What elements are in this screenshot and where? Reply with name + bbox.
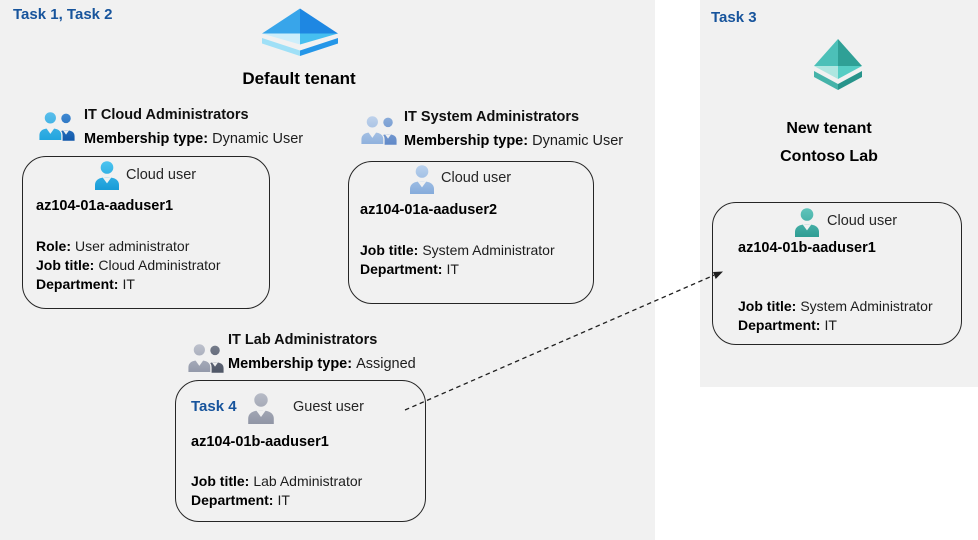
role-label: Role: [36,238,71,254]
job-value: Lab Administrator [253,473,363,489]
membership-value: Assigned [356,356,416,372]
job-label: Job title: [36,257,95,273]
dept-line: Department:IT [360,260,555,279]
job-label: Job title: [191,473,250,489]
new-tenant-title-line1: New tenant [786,120,872,137]
job-line: Job title:System Administrator [738,297,933,316]
group-name-lab-admins: IT Lab Administrators [228,332,378,348]
user-name-aaduser1: az104-01a-aaduser1 [36,198,174,214]
user-name-aaduser2: az104-01a-aaduser2 [360,202,498,218]
job-line: Job title:System Administrator [360,241,555,260]
job-line: Job title:Lab Administrator [191,472,362,491]
cloud-user-icon-teal [794,207,820,237]
user-kind-label: Cloud user [827,213,898,229]
dept-value: IT [122,276,135,292]
membership-line-lab-admins: Membership type:Assigned [228,356,416,372]
membership-value: Dynamic User [212,131,304,147]
user-box-guest [175,380,426,522]
dept-line: Department:IT [36,275,221,294]
task-4-label: Task 4 [191,398,237,415]
dept-line: Department:IT [738,316,933,335]
membership-label: Membership type: [84,131,209,147]
group-icon-lab-admins [187,341,225,374]
user-details-aaduser1: Role:User administrator Job title:Cloud … [36,237,221,294]
group-name-system-admins: IT System Administrators [404,109,580,125]
user-details-guest: Job title:Lab Administrator Department:I… [191,472,362,510]
membership-line-system-admins: Membership type:Dynamic User [404,133,623,149]
user-details-aaduser2: Job title:System Administrator Departmen… [360,241,555,279]
default-tenant-title: Default tenant [242,69,356,88]
new-tenant-icon [812,38,864,92]
azure-ad-tenant-icon [260,8,340,57]
membership-value: Dynamic User [532,133,624,149]
task-3-label: Task 3 [711,9,757,26]
dept-label: Department: [360,261,443,277]
job-value: Cloud Administrator [98,257,221,273]
user-kind-label: Cloud user [126,167,197,183]
job-line: Job title:Cloud Administrator [36,256,221,275]
job-value: System Administrator [800,298,933,314]
group-name-cloud-admins: IT Cloud Administrators [84,107,249,123]
membership-line-cloud-admins: Membership type:Dynamic User [84,131,303,147]
user-kind-label: Cloud user [441,170,512,186]
membership-label: Membership type: [228,356,353,372]
user-name-guest: az104-01b-aaduser1 [191,434,329,450]
job-label: Job title: [738,298,797,314]
user-box-new-tenant-user [712,202,962,345]
dept-label: Department: [738,317,821,333]
guest-user-icon [247,392,275,424]
membership-label: Membership type: [404,133,529,149]
user-details-new-tenant: Job title:System Administrator Departmen… [738,297,933,335]
default-tenant-panel [0,0,655,540]
group-icon-cloud-admins [38,109,76,142]
role-value: User administrator [75,238,190,254]
user-name-new-tenant: az104-01b-aaduser1 [738,240,876,256]
job-value: System Administrator [422,242,555,258]
cloud-user-icon-cyan [94,160,120,190]
user-box-aaduser1 [22,156,270,309]
dept-line: Department:IT [191,491,362,510]
dept-label: Department: [36,276,119,292]
new-tenant-title-line2: Contoso Lab [780,148,878,165]
dept-label: Department: [191,492,274,508]
user-kind-label: Guest user [293,399,364,415]
dept-value: IT [446,261,459,277]
cloud-user-icon-softblue [409,164,435,194]
dept-value: IT [824,317,837,333]
job-label: Job title: [360,242,419,258]
dept-value: IT [277,492,290,508]
group-icon-system-admins [360,113,398,146]
role-line: Role:User administrator [36,237,221,256]
task-1-2-label: Task 1, Task 2 [13,6,113,23]
